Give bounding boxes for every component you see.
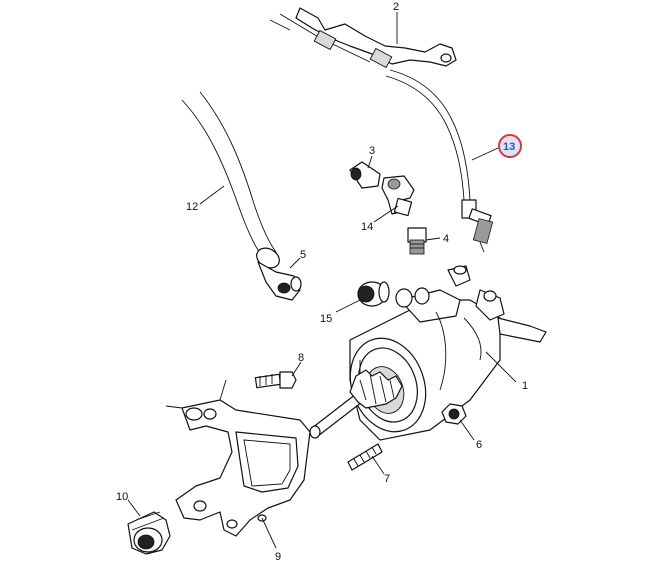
callout-13[interactable]: 13 [503, 141, 515, 153]
callout-2[interactable]: 2 [393, 1, 399, 13]
part-2-bracket [269, 7, 457, 69]
callout-labels: 2 13 3 12 14 4 5 15 8 1 6 7 10 9 [116, 1, 528, 563]
callout-4[interactable]: 4 [443, 233, 449, 245]
part-8-bolt [254, 371, 297, 389]
part-1-main-cylinder [349, 265, 547, 441]
callout-15[interactable]: 15 [320, 313, 332, 325]
part-12-hose [181, 91, 280, 269]
callout-1[interactable]: 1 [522, 380, 528, 392]
part-5-elbow-fitting [257, 261, 302, 301]
callout-14[interactable]: 14 [361, 221, 373, 233]
callout-5[interactable]: 5 [300, 249, 306, 261]
part-7-stud [347, 443, 383, 471]
callout-9[interactable]: 9 [275, 551, 281, 563]
part-3-connector [349, 161, 381, 189]
callout-6[interactable]: 6 [476, 439, 482, 451]
callout-13-highlight-ring [498, 134, 522, 158]
callout-7[interactable]: 7 [384, 473, 390, 485]
part-13-pipe[interactable] [385, 69, 494, 253]
part-10-rubber-boot [127, 511, 171, 555]
part-4-threaded-fitting [407, 227, 427, 255]
part-15-plug [357, 281, 390, 307]
callout-8[interactable]: 8 [298, 352, 304, 364]
callout-3[interactable]: 3 [369, 145, 375, 157]
leader-lines [127, 12, 517, 549]
part-9-mounting-bracket [165, 379, 311, 537]
callout-12[interactable]: 12 [186, 201, 198, 213]
push-rod [309, 369, 403, 439]
callout-10[interactable]: 10 [116, 491, 128, 503]
part-14-angle-fitting [381, 175, 415, 217]
part-6-nut [441, 403, 467, 425]
